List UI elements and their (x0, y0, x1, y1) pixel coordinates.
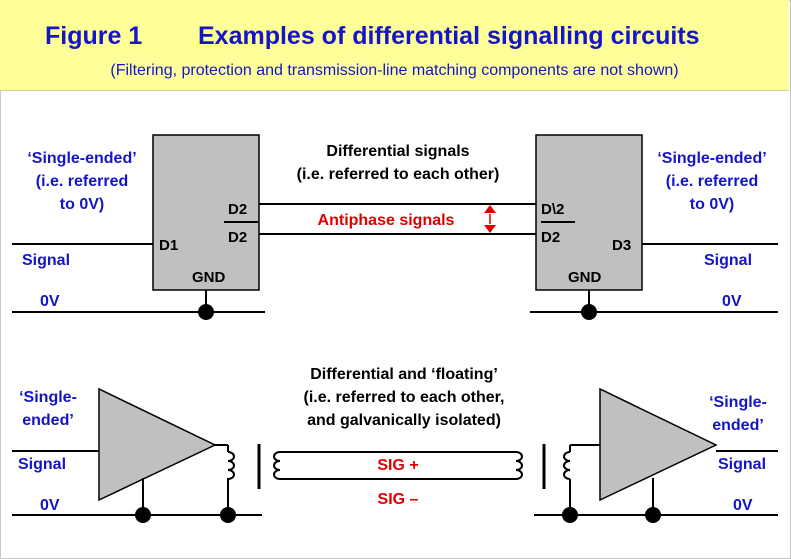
sig-plus-label: SIG + (377, 457, 418, 474)
bottom-left-signal-label: Signal (18, 456, 66, 473)
antiphase-arrow-down-icon (484, 225, 496, 233)
left-pin-gnd: GND (192, 269, 226, 286)
right-primary-coil-icon (563, 451, 571, 480)
top-left-signal-label: Signal (22, 252, 70, 269)
top-right-note-2: (i.e. referred (666, 173, 758, 190)
figure-subtitle: (Filtering, protection and transmission-… (110, 62, 679, 79)
right-differential-receiver-box (535, 134, 643, 291)
bottom-center-title-2: (i.e. referred to each other, (304, 389, 505, 406)
top-left-0v-label: 0V (40, 293, 60, 310)
figure-number: Figure 1 (45, 22, 143, 50)
antiphase-arrow-up-icon (484, 205, 496, 213)
left-amplifier-icon (98, 387, 217, 502)
right-pin-gnd: GND (568, 269, 602, 286)
bottom-right-signal-label: Signal (718, 456, 766, 473)
left-secondary-coil-icon (273, 451, 281, 480)
top-right-signal-label: Signal (704, 252, 752, 269)
bottom-center-title-1: Differential and ‘floating’ (310, 366, 498, 383)
top-left-note-3: to 0V) (60, 196, 104, 213)
left-pin-d2-top: D2 (228, 201, 247, 218)
right-pin-d2: D2 (541, 229, 560, 246)
right-secondary-coil-icon (515, 451, 523, 480)
top-center-title-2: (i.e. referred to each other) (297, 166, 500, 183)
right-amp-ground-junction (645, 507, 661, 523)
right-primary-ground-junction (562, 507, 578, 523)
left-primary-coil-icon (227, 451, 235, 480)
top-center-title-1: Differential signals (326, 143, 469, 160)
top-left-note-1: ‘Single-ended’ (27, 150, 136, 167)
sig-minus-label: SIG – (378, 491, 419, 508)
top-right-0v-label: 0V (722, 293, 742, 310)
bottom-right-0v-label: 0V (733, 497, 753, 514)
figure-header: Figure 1 Examples of differential signal… (0, 0, 789, 91)
bottom-left-note-2: ended’ (22, 412, 74, 429)
figure-title-row: Figure 1 Examples of differential signal… (0, 22, 789, 52)
right-pin-d-slash-2: D\2 (541, 201, 564, 218)
bottom-left-note-1: ‘Single- (19, 389, 77, 406)
left-differential-driver-box (152, 134, 260, 291)
right-pin-d3: D3 (612, 237, 631, 254)
bottom-center-title-3: and galvanically isolated) (307, 412, 501, 429)
antiphase-label: Antiphase signals (318, 212, 455, 229)
right-gnd-junction (581, 304, 597, 320)
left-amp-ground-junction (135, 507, 151, 523)
right-amplifier-icon (599, 387, 718, 502)
left-pin-d1: D1 (159, 237, 178, 254)
left-primary-ground-junction (220, 507, 236, 523)
bottom-right-note-2: ended’ (712, 417, 764, 434)
figure-title: Examples of differential signalling circ… (198, 22, 700, 50)
top-right-note-3: to 0V) (690, 196, 734, 213)
top-right-note-1: ‘Single-ended’ (657, 150, 766, 167)
bottom-left-0v-label: 0V (40, 497, 60, 514)
left-gnd-junction (198, 304, 214, 320)
left-pin-d2-bottom: D2 (228, 229, 247, 246)
top-left-note-2: (i.e. referred (36, 173, 128, 190)
bottom-right-note-1: ‘Single- (709, 394, 767, 411)
